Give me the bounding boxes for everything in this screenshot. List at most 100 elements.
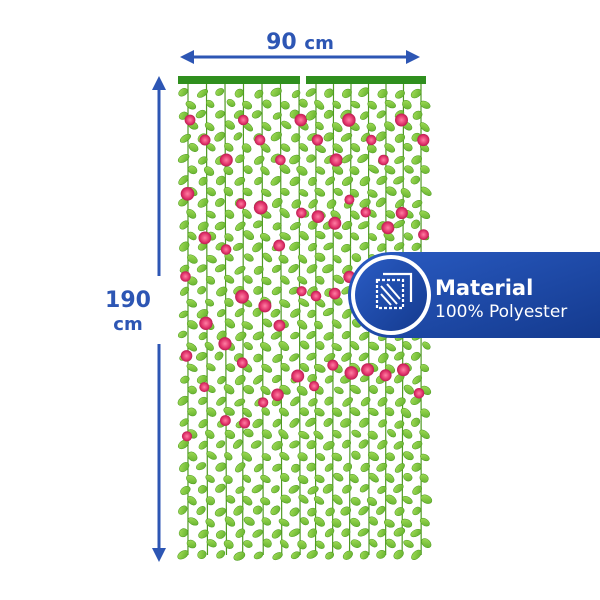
leaf xyxy=(280,187,290,196)
leaf xyxy=(187,517,199,526)
leaf xyxy=(378,352,389,364)
leaf xyxy=(223,406,235,416)
leaf xyxy=(197,485,208,494)
leaf xyxy=(272,222,282,231)
leaf xyxy=(298,189,309,197)
leaf xyxy=(393,219,405,229)
leaf xyxy=(306,462,317,472)
leaf xyxy=(368,385,378,395)
leaf xyxy=(270,87,282,97)
leaf xyxy=(251,110,262,119)
leaf xyxy=(206,254,217,264)
leaf xyxy=(393,176,405,185)
leaf xyxy=(393,549,404,560)
leaf xyxy=(197,242,207,251)
leaf xyxy=(377,485,387,494)
leaf xyxy=(235,221,246,231)
leaf xyxy=(306,550,318,559)
flower xyxy=(180,187,195,201)
leaf xyxy=(244,253,254,262)
leaf xyxy=(420,408,431,418)
leaf xyxy=(412,200,423,209)
leaf xyxy=(393,483,404,493)
flower xyxy=(180,271,191,282)
leaf xyxy=(367,164,379,174)
leaf xyxy=(198,440,208,450)
leaf xyxy=(403,451,414,461)
leaf xyxy=(350,232,360,241)
leaf xyxy=(384,100,396,109)
leaf xyxy=(376,110,386,119)
leaf xyxy=(253,374,264,385)
flower xyxy=(218,337,232,351)
leaf xyxy=(322,483,334,494)
leaf xyxy=(272,374,282,384)
height-unit: cm xyxy=(113,314,143,335)
leaf xyxy=(410,396,421,405)
leaf xyxy=(367,407,379,416)
leaf xyxy=(252,331,265,341)
leaf xyxy=(242,474,252,483)
leaf xyxy=(410,529,422,538)
leaf xyxy=(331,407,343,417)
leaf xyxy=(272,463,283,472)
leaf xyxy=(234,375,246,386)
leaf xyxy=(323,242,334,251)
leaf xyxy=(188,142,199,152)
leaf xyxy=(271,529,282,539)
leaf xyxy=(198,396,208,405)
leaf xyxy=(178,310,189,319)
leaf xyxy=(214,221,226,231)
flower xyxy=(413,388,425,399)
leaf xyxy=(261,363,273,373)
leaf xyxy=(324,375,334,384)
flower xyxy=(311,134,323,146)
leaf xyxy=(368,538,378,548)
leaf xyxy=(377,243,387,252)
leaf xyxy=(384,473,395,483)
leaf xyxy=(419,122,430,132)
leaf xyxy=(280,363,290,372)
leaf xyxy=(243,516,255,526)
leaf xyxy=(315,230,326,240)
flower xyxy=(254,134,266,146)
leaf xyxy=(308,242,318,252)
leaf xyxy=(203,166,215,176)
leaf xyxy=(341,176,354,186)
leaf xyxy=(324,88,334,98)
leaf xyxy=(315,121,324,131)
leaf xyxy=(359,241,370,251)
leaf xyxy=(412,506,421,516)
leaf xyxy=(254,463,264,473)
leaf xyxy=(271,441,283,451)
leaf xyxy=(359,331,370,341)
leaf xyxy=(215,462,227,472)
leaf xyxy=(223,166,234,176)
leaf xyxy=(419,100,431,109)
leaf xyxy=(252,418,264,429)
leaf xyxy=(251,484,263,494)
leaf xyxy=(341,221,353,230)
leaf xyxy=(403,142,413,152)
flower xyxy=(361,363,375,377)
leaf xyxy=(214,507,227,517)
leaf xyxy=(235,462,246,473)
leaf xyxy=(305,110,317,121)
leaf xyxy=(385,210,396,219)
leaf xyxy=(260,474,271,484)
leaf xyxy=(331,343,342,352)
curtain-strands xyxy=(177,83,433,561)
leaf xyxy=(259,342,272,352)
leaf xyxy=(225,363,236,372)
leaf xyxy=(383,231,395,242)
leaf xyxy=(243,385,255,395)
leaf xyxy=(403,539,414,548)
leaf xyxy=(214,131,225,142)
leaf xyxy=(224,318,236,329)
leaf xyxy=(342,397,353,407)
leaf xyxy=(420,494,433,504)
leaf xyxy=(377,89,388,99)
leaf xyxy=(215,110,225,119)
leaf xyxy=(325,507,335,517)
leaf xyxy=(412,485,422,495)
